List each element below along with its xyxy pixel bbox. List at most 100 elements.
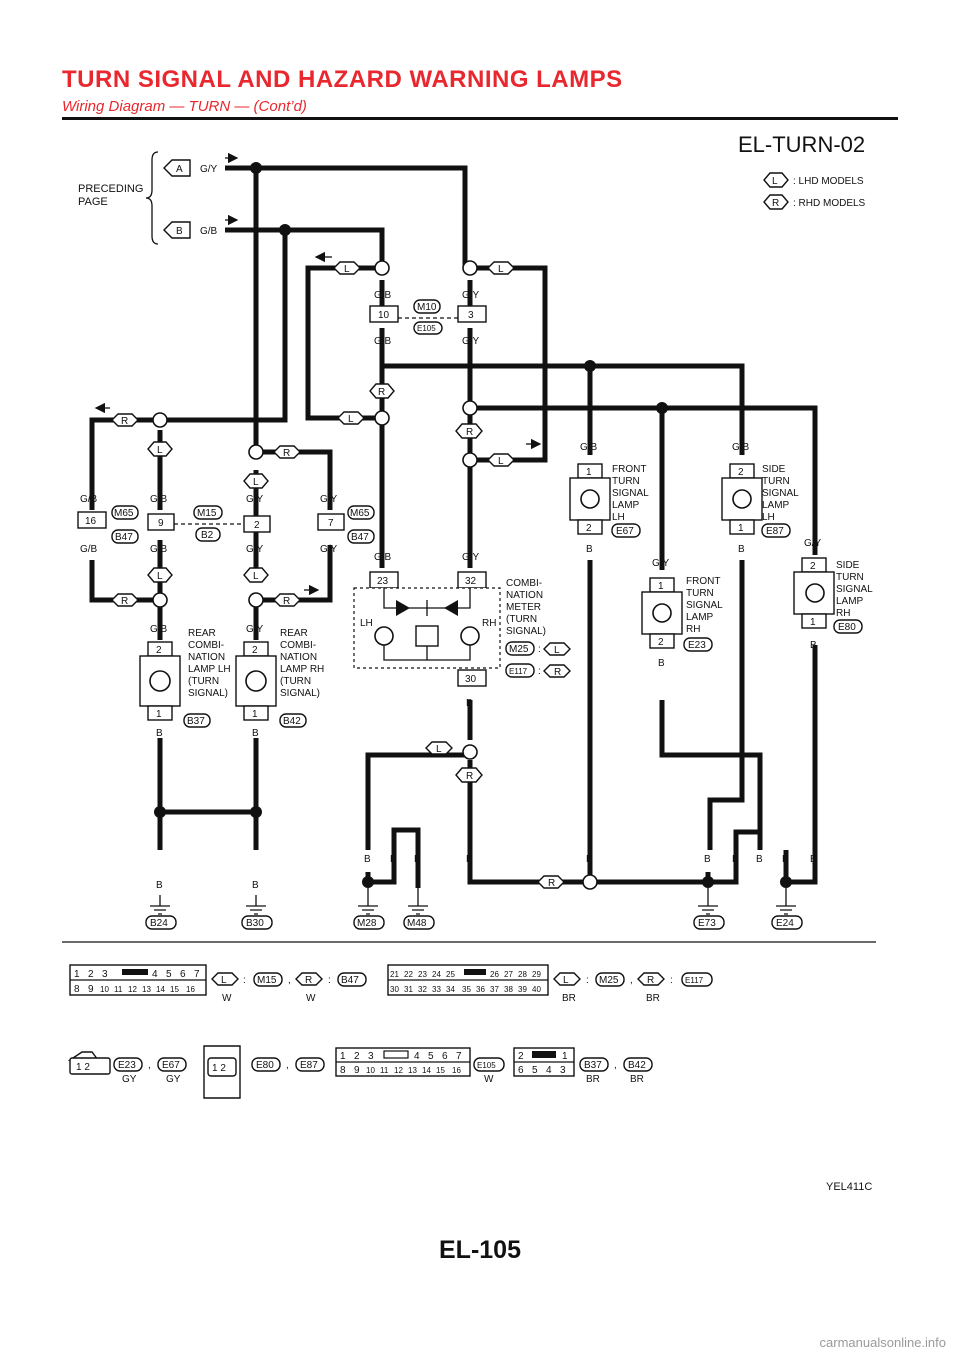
svg-text:NATION: NATION <box>188 652 225 663</box>
svg-text:W: W <box>222 993 232 1004</box>
side-turn-signal-lamp-rh: G/Y 2 1 B SIDE TURN SIGNAL LAMP RH E80 <box>793 538 873 651</box>
connector-b: B G/B <box>163 214 239 239</box>
svg-text:G/B: G/B <box>150 624 168 635</box>
svg-text:B37: B37 <box>584 1060 602 1071</box>
figure-code: YEL411C <box>826 1181 872 1193</box>
svg-text:M10: M10 <box>417 302 437 313</box>
svg-text:16: 16 <box>452 1066 461 1075</box>
diagram-id: EL-TURN-02 <box>738 132 865 157</box>
svg-text:9: 9 <box>354 1065 360 1076</box>
ground-symbols: B24 B30 M28 M48 E73 E24 <box>145 888 803 930</box>
svg-text:R: R <box>554 667 561 678</box>
svg-text:G/B: G/B <box>374 290 392 301</box>
svg-text:21: 21 <box>390 970 399 979</box>
svg-text:38: 38 <box>504 985 513 994</box>
svg-text:22: 22 <box>404 970 413 979</box>
svg-text:GY: GY <box>166 1074 181 1085</box>
svg-text:9: 9 <box>88 984 94 995</box>
svg-text:39: 39 <box>518 985 527 994</box>
svg-text:B: B <box>466 698 473 709</box>
svg-text:B: B <box>704 854 711 865</box>
svg-text:16: 16 <box>85 516 97 527</box>
svg-text:24: 24 <box>432 970 441 979</box>
svg-text:R: R <box>121 416 128 427</box>
rear-combination-lamp-lh: G/B 2 1 B REAR COMBI- NATION LAMP LH (TU… <box>139 624 231 739</box>
svg-text:3: 3 <box>560 1065 566 1076</box>
svg-text:(TURN: (TURN <box>280 676 311 687</box>
svg-text:: RHD MODELS: : RHD MODELS <box>793 198 866 209</box>
svg-text:RH: RH <box>686 624 700 635</box>
svg-text:GY: GY <box>122 1074 137 1085</box>
side-turn-signal-lamp-lh: G/B 2 1 B SIDE TURN SIGNAL LAMP LH E87 <box>721 442 799 555</box>
svg-text:E87: E87 <box>300 1060 318 1071</box>
svg-text:L: L <box>253 571 259 582</box>
svg-text:RH: RH <box>836 608 850 619</box>
svg-text:6: 6 <box>518 1065 524 1076</box>
svg-text:L: L <box>157 445 163 456</box>
connector-m10-e105: G/B G/Y 10 3 M10 E105 G/B G/Y <box>369 290 487 347</box>
svg-text:SIDE: SIDE <box>762 464 786 475</box>
svg-text:B42: B42 <box>628 1060 646 1071</box>
svg-text:G/Y: G/Y <box>246 624 264 635</box>
svg-text:40: 40 <box>532 985 541 994</box>
svg-text:R: R <box>378 387 385 398</box>
svg-text:B: B <box>252 728 259 739</box>
svg-text:RH: RH <box>482 618 496 629</box>
svg-text:LH: LH <box>360 618 373 629</box>
svg-text:30: 30 <box>465 674 477 685</box>
svg-text:E67: E67 <box>616 526 634 537</box>
svg-text:L: L <box>157 571 163 582</box>
svg-text:1: 1 <box>658 581 664 592</box>
svg-text:LH: LH <box>762 512 775 523</box>
svg-text:G/Y: G/Y <box>462 552 480 563</box>
svg-text:SIGNAL): SIGNAL) <box>280 688 320 699</box>
svg-text:LH: LH <box>612 512 625 523</box>
svg-text:8: 8 <box>340 1065 346 1076</box>
svg-text:L: L <box>221 975 227 986</box>
svg-text:9: 9 <box>158 518 164 529</box>
svg-text:SIGNAL): SIGNAL) <box>188 688 228 699</box>
svg-text:27: 27 <box>504 970 513 979</box>
svg-text:10: 10 <box>100 985 109 994</box>
svg-text:1: 1 <box>738 523 744 534</box>
svg-text:4: 4 <box>414 1051 420 1062</box>
svg-text:16: 16 <box>186 985 195 994</box>
header-rule <box>62 117 898 120</box>
legend: L : LHD MODELS R : RHD MODELS <box>763 172 866 210</box>
svg-text::: : <box>328 975 331 986</box>
splice-points <box>154 162 792 888</box>
svg-text:L: L <box>498 264 504 275</box>
svg-text:G/Y: G/Y <box>320 494 338 505</box>
svg-text:LAMP: LAMP <box>686 612 714 623</box>
svg-text:E24: E24 <box>776 918 794 929</box>
svg-text:G/Y: G/Y <box>200 164 218 175</box>
svg-text:B: B <box>176 226 183 237</box>
svg-text:(TURN: (TURN <box>506 614 537 625</box>
svg-text:REAR: REAR <box>280 628 308 639</box>
front-turn-signal-lamp-lh: G/B 1 2 B FRONT TURN SIGNAL LAMP LH E67 <box>569 442 649 555</box>
direction-arrows <box>94 251 542 596</box>
svg-text:G/B: G/B <box>150 494 168 505</box>
svg-text::: : <box>670 975 673 986</box>
svg-text:W: W <box>306 993 316 1004</box>
svg-text:26: 26 <box>490 970 499 979</box>
svg-text:B: B <box>390 854 397 865</box>
svg-text:COMBI-: COMBI- <box>188 640 224 651</box>
svg-text:2: 2 <box>518 1051 524 1062</box>
preceding-page-label: PRECEDING PAGE <box>78 151 159 245</box>
svg-text:BR: BR <box>630 1074 644 1085</box>
svg-text:1: 1 <box>340 1051 346 1062</box>
svg-text:L: L <box>253 477 259 488</box>
svg-text:12: 12 <box>128 985 137 994</box>
svg-text:PAGE: PAGE <box>78 196 108 208</box>
option-tags: L L R L R L R L R L L L R R L R R <box>111 261 565 889</box>
svg-text:1: 1 <box>252 709 258 720</box>
svg-text:G/B: G/B <box>374 336 392 347</box>
svg-text:G/Y: G/Y <box>652 558 670 569</box>
svg-text:B24: B24 <box>150 918 168 929</box>
svg-text:6: 6 <box>180 969 186 980</box>
svg-text:M15: M15 <box>197 508 217 519</box>
svg-text:B: B <box>810 640 817 651</box>
connector-m15-b2: G/B 9 G/B M15 B2 G/Y 2 G/Y <box>147 494 271 555</box>
